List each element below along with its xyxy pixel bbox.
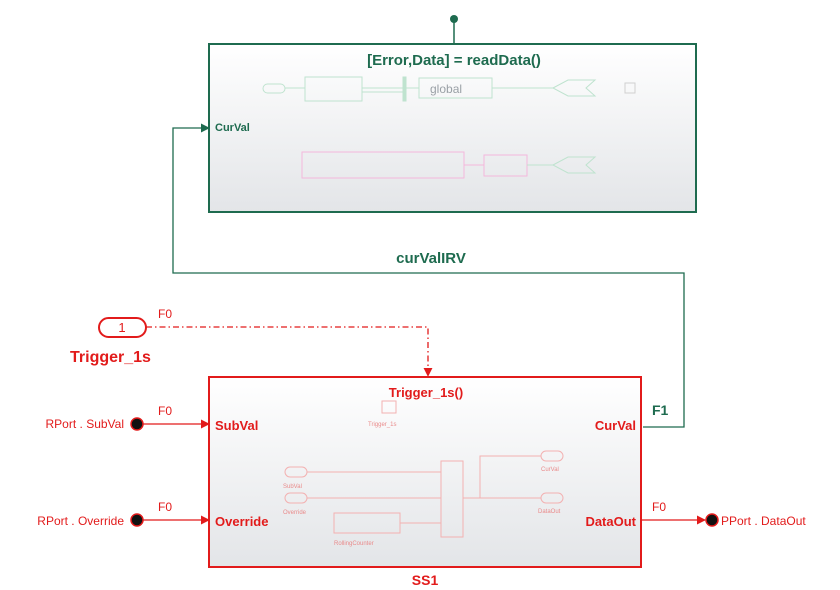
- rport-override-signal-label: F0: [158, 500, 172, 514]
- read-data-in-port-label: CurVal: [215, 122, 250, 134]
- rport-subval-label: RPort . SubVal: [46, 417, 124, 431]
- curvalirv-line[interactable]: [172, 123, 685, 428]
- read-data-block[interactable]: [208, 43, 697, 213]
- inner-block-shape: [304, 76, 363, 102]
- rport-override-label: RPort . Override: [37, 514, 124, 528]
- trigger-signal-line[interactable]: [146, 326, 433, 377]
- ss1-inner-model: [284, 400, 564, 538]
- ss1-out-port-curval: CurVal: [595, 418, 636, 433]
- curvalirv-label: curValIRV: [396, 250, 466, 267]
- ss1-inner-trigger-label: Trigger_1s: [368, 422, 396, 428]
- trigger-name: Trigger_1s: [70, 349, 151, 366]
- pport-dataout-signal-label: F0: [652, 500, 666, 514]
- trigger-inport[interactable]: 1 Trigger_1s F0: [70, 307, 433, 377]
- read-data-subsystem[interactable]: [Error,Data] = readData() CurVal global: [208, 15, 697, 213]
- pport-dataout-label: PPort . DataOut: [721, 514, 806, 528]
- ss1-in-port-subval: SubVal: [215, 418, 258, 433]
- pport-dataout[interactable]: F0 PPort . DataOut: [641, 500, 806, 528]
- ss1-inner-curval-outport: [540, 450, 564, 462]
- ss1-inner-subval-label: SubVal: [283, 484, 302, 490]
- read-data-inner-model: [262, 76, 636, 102]
- top-connector-dot: [450, 15, 458, 23]
- ss1-inner-trigger-shape: [381, 400, 397, 414]
- rport-override[interactable]: RPort . Override F0: [37, 500, 210, 528]
- rport-override-dot[interactable]: [130, 513, 144, 527]
- inner-terminator: [624, 82, 636, 94]
- ss1-name: SS1: [412, 572, 439, 588]
- ss1-subsystem[interactable]: Trigger_1s() SS1 SubVal Override CurVal …: [208, 376, 642, 588]
- ss1-out-port-dataout: DataOut: [585, 514, 636, 529]
- ss1-inner-curval-label: CurVal: [541, 467, 559, 473]
- rport-subval-dot[interactable]: [130, 417, 144, 431]
- inner-goto-tag-2: [551, 156, 597, 174]
- curvalirv-signal[interactable]: curValIRV F1: [172, 123, 685, 428]
- ss1-inner-rolling-counter-label: RollingCounter: [334, 541, 374, 547]
- inner-global-label: global: [430, 82, 462, 96]
- trigger-port-number: 1: [118, 320, 125, 335]
- inner-bus-bar: [402, 76, 407, 102]
- ss1-inner-dataout-outport: [540, 492, 564, 504]
- ss1-trigger-title: Trigger_1s(): [389, 385, 463, 400]
- ss1-inner-bus-block: [440, 460, 464, 538]
- ss1-in-port-override: Override: [215, 514, 268, 529]
- ss1-inner-dataout-label: DataOut: [538, 509, 561, 515]
- read-data-title: [Error,Data] = readData(): [367, 52, 541, 69]
- rport-subval[interactable]: RPort . SubVal F0: [46, 404, 210, 431]
- pport-dataout-dot[interactable]: [705, 513, 719, 527]
- read-data-inner-model-2: [301, 151, 597, 179]
- ss1-inner-override-label: Override: [283, 510, 307, 516]
- f1-signal-label: F1: [652, 402, 669, 418]
- rport-subval-signal-label: F0: [158, 404, 172, 418]
- inner-goto-tag: [551, 79, 597, 97]
- trigger-signal-label: F0: [158, 307, 172, 321]
